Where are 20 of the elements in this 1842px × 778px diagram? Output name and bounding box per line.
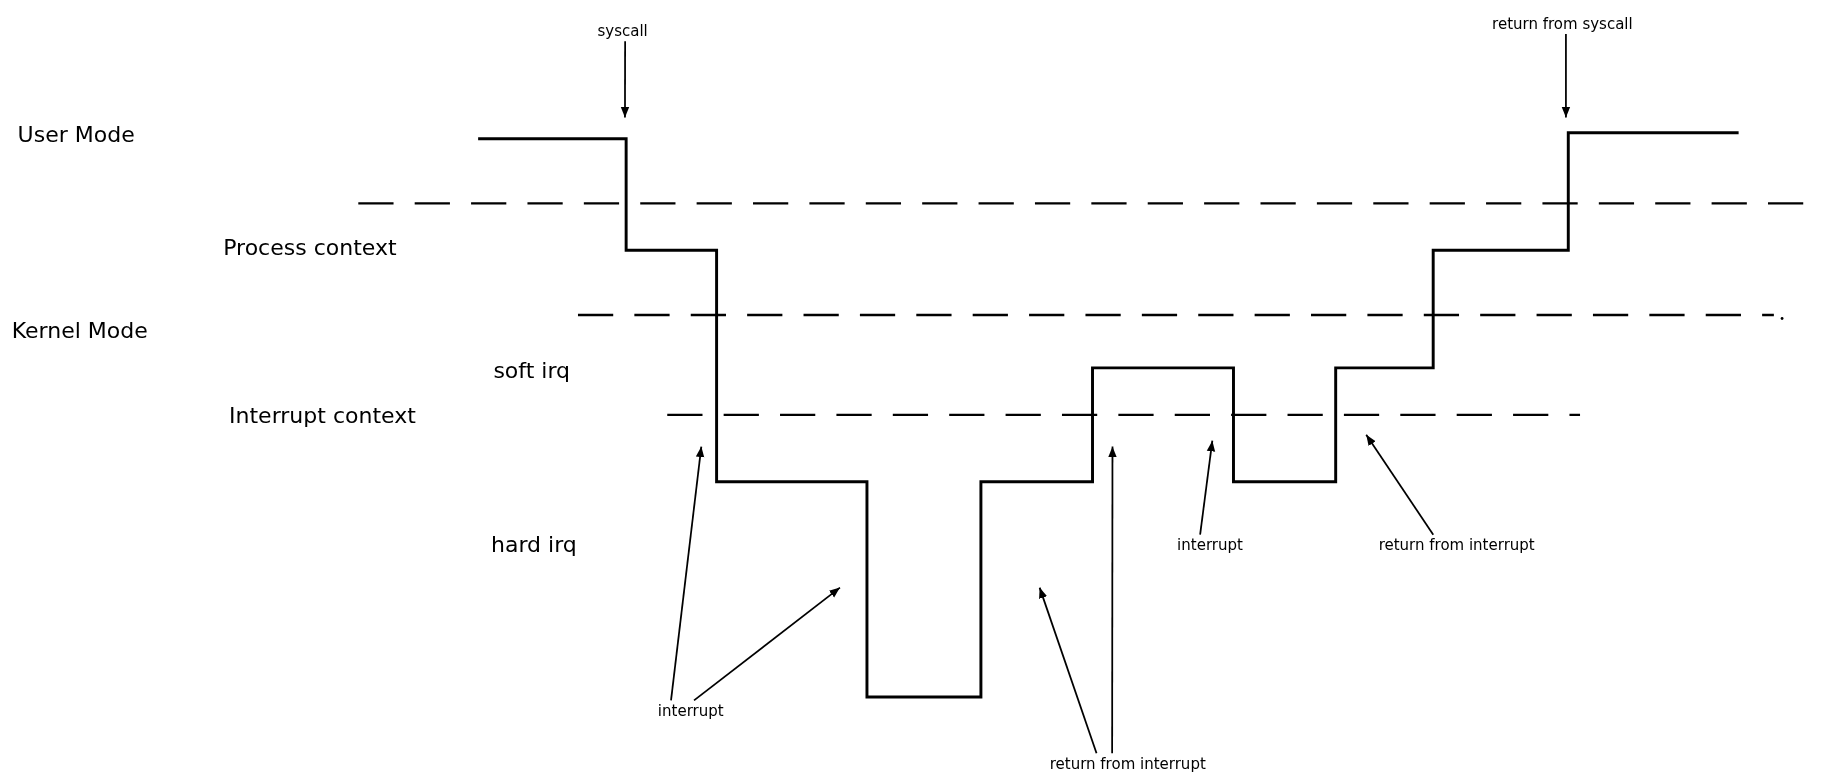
level-label: Process context: [223, 235, 397, 261]
annotation-text: interrupt: [1177, 537, 1243, 554]
leader-arrow: [670, 445, 705, 702]
annotation-text: return from interrupt: [1049, 755, 1206, 773]
leader-arrow: [1108, 445, 1117, 755]
level-label: User Mode: [17, 123, 135, 148]
level-label: Kernel Mode: [11, 319, 148, 344]
annotation-text: return from syscall: [1492, 15, 1633, 32]
leader-arrow: [693, 586, 841, 702]
leader-arrow: [1561, 33, 1571, 119]
level-label: soft irq: [493, 359, 571, 384]
leader-arrow: [1365, 433, 1435, 536]
annotation-text: interrupt: [657, 702, 724, 720]
annotation-text: syscall: [597, 22, 648, 39]
leader-arrow: [1199, 439, 1216, 536]
annotation-text: return from interrupt: [1378, 537, 1535, 554]
level-label: hard irq: [491, 533, 577, 558]
leader-arrow: [1038, 586, 1098, 755]
leader-arrow: [620, 40, 630, 119]
level-label: Interrupt context: [229, 403, 416, 429]
